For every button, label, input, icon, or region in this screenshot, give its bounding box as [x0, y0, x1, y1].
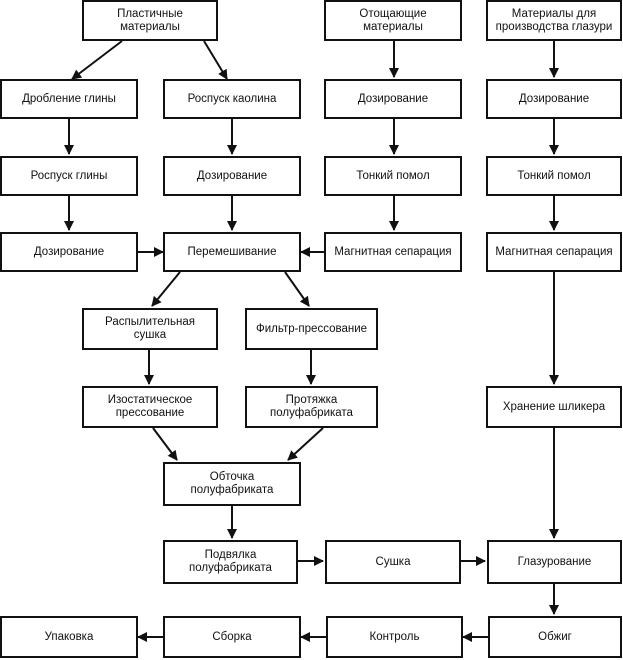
node-wilting: Подвялка полуфабриката: [163, 540, 298, 584]
node-filter-pressing: Фильтр-прессование: [245, 308, 378, 350]
node-slip-storage: Хранение шликера: [486, 386, 622, 428]
arrow-mixing-to-filter-press: [284, 271, 310, 307]
node-kaolin-dissolving: Роспуск каолина: [163, 79, 301, 119]
node-extrusion: Протяжка полуфабриката: [245, 386, 378, 428]
node-glaze-materials: Материалы для производства глазури: [486, 0, 622, 41]
node-assembly: Сборка: [163, 616, 301, 658]
node-spray-drying: Распылительная сушка: [82, 308, 218, 350]
arrow-iso-press-to-turning: [152, 427, 178, 461]
node-packing: Упаковка: [0, 616, 138, 658]
arrow-extrusion-to-turning: [287, 427, 324, 461]
node-drying: Сушка: [325, 540, 461, 584]
node-isostatic-pressing: Изостатическое прессование: [82, 386, 218, 428]
node-glaze-dosing: Дозирование: [486, 79, 622, 119]
node-glaze-magnetic-separation: Магнитная сепарация: [486, 232, 622, 272]
node-firing: Обжиг: [488, 616, 622, 658]
node-mixing: Перемешивание: [163, 232, 301, 272]
node-lean-dosing: Дозирование: [324, 79, 462, 119]
node-clay-crushing: Дробление глины: [0, 79, 138, 119]
node-turning: Обточка полуфабриката: [163, 462, 301, 506]
node-lean-materials: Отощающие материалы: [324, 0, 462, 41]
node-glaze-fine-grinding: Тонкий помол: [486, 156, 622, 196]
arrow-plastic-to-clay-crush: [71, 40, 123, 80]
node-plastic-materials: Пластичные материалы: [82, 0, 218, 41]
node-clay-dissolving: Роспуск глины: [0, 156, 138, 196]
node-kaolin-dosing: Дозирование: [163, 156, 301, 196]
node-glazing: Глазурование: [487, 540, 622, 584]
arrow-mixing-to-spray-dry: [151, 271, 181, 307]
node-lean-fine-grinding: Тонкий помол: [324, 156, 462, 196]
node-control: Контроль: [326, 616, 463, 658]
node-lean-magnetic-separation: Магнитная сепарация: [324, 232, 462, 272]
arrow-plastic-to-kaolin-dissolve: [203, 40, 228, 80]
node-clay-dosing: Дозирование: [0, 232, 138, 272]
